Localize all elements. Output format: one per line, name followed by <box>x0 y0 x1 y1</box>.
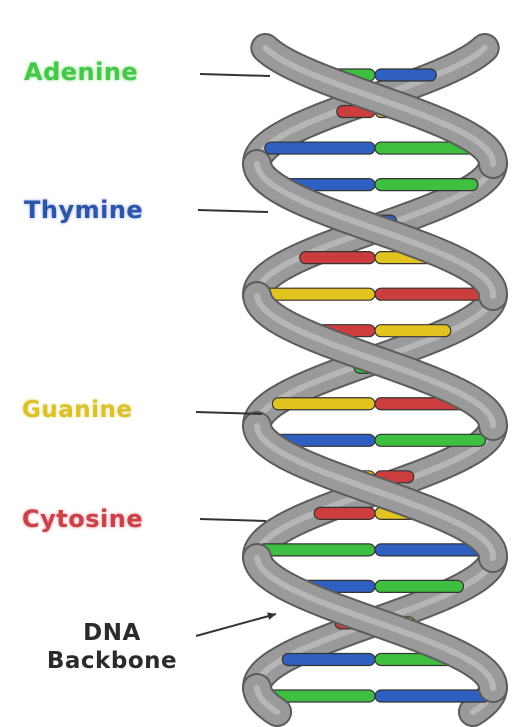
label-thymine: Thymine <box>24 198 143 222</box>
base-adenine <box>375 434 485 446</box>
base-cytosine <box>314 507 375 519</box>
base-thymine <box>282 653 375 665</box>
label-dna-backbone-line1: DNA <box>18 620 206 648</box>
pointer-adenine <box>200 74 270 76</box>
base-cytosine <box>300 252 375 264</box>
label-adenine: Adenine <box>24 60 138 84</box>
label-cytosine: Cytosine <box>22 507 143 531</box>
pointer-thymine <box>198 210 268 212</box>
label-guanine: Guanine <box>22 399 133 422</box>
label-dna-backbone-line2: Backbone <box>18 648 206 676</box>
base-adenine <box>258 544 375 556</box>
base-thymine <box>375 69 436 81</box>
pointer-cytosine <box>200 519 266 521</box>
base-adenine <box>375 179 478 191</box>
base-adenine <box>375 580 464 592</box>
label-dna-backbone: DNA Backbone <box>18 620 206 675</box>
base-thymine <box>375 690 490 702</box>
pointer-dna-backbone <box>196 614 276 636</box>
base-thymine <box>265 142 375 154</box>
base-guanine <box>272 398 375 410</box>
base-guanine <box>375 325 451 337</box>
